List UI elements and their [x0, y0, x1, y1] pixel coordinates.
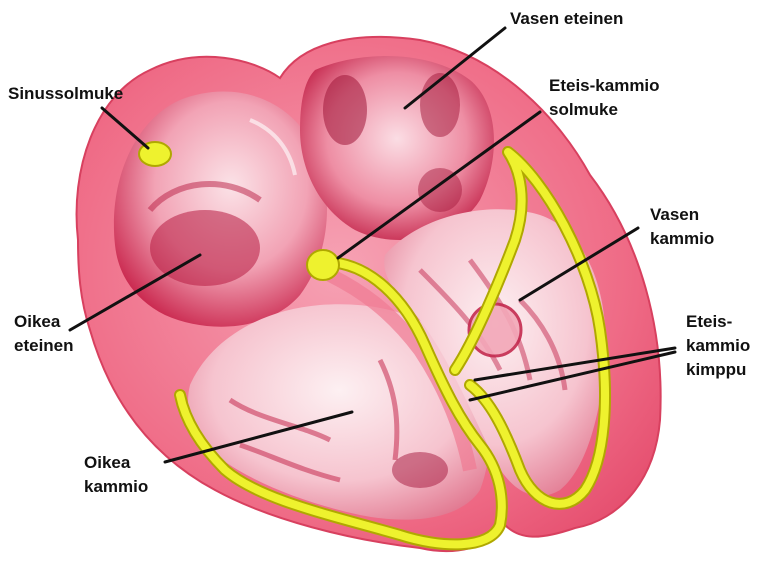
right-ventricle-recess [392, 452, 448, 488]
left-atrium-opening-2 [420, 73, 460, 137]
right-atrium-chamber [114, 92, 327, 327]
label-left-atrium: Vasen eteinen [510, 9, 623, 28]
av-node-marker [307, 250, 339, 280]
label-sinus-node: Sinussolmuke [8, 84, 123, 103]
left-atrium-opening-1 [323, 75, 367, 145]
